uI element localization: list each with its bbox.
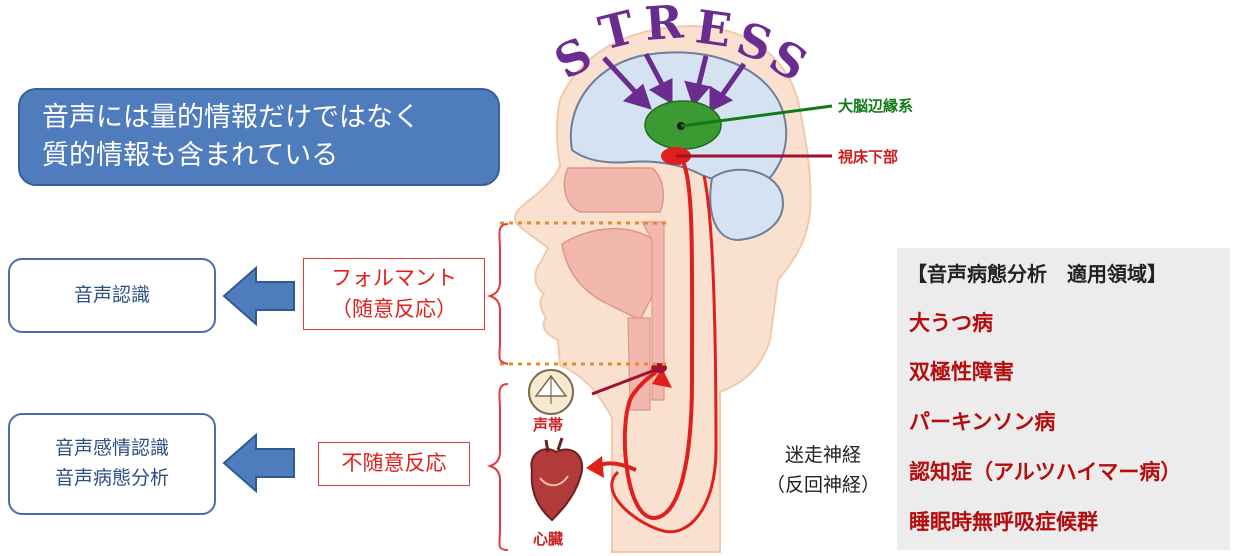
emotion-line-2: 音声病態分析 bbox=[54, 467, 169, 489]
vagus-line-1: 迷走神経 bbox=[784, 444, 861, 466]
stress-arrow bbox=[602, 56, 642, 99]
vocal-cord-pointer bbox=[591, 368, 656, 396]
vagus-line-2: （反回神経） bbox=[765, 474, 880, 496]
disease-item: 睡眠時無呼吸症候群 bbox=[909, 510, 1098, 534]
stress-arrow bbox=[695, 55, 709, 89]
stress-letter: E bbox=[692, 0, 734, 58]
nerve-arrowhead-larynx bbox=[652, 368, 672, 388]
emotion-line-1: 音声感情認識 bbox=[54, 437, 169, 459]
voice-recognition-label: 音声認識 bbox=[73, 284, 150, 306]
limbic-pointer bbox=[680, 104, 833, 128]
heart-label: 心臓 bbox=[533, 530, 564, 548]
pharynx bbox=[640, 221, 665, 401]
arrow-left-recognition-icon bbox=[222, 265, 295, 327]
stress-arrowhead bbox=[622, 83, 652, 110]
formant-line-1: フォルマント bbox=[331, 266, 457, 290]
vocal-cords-icon bbox=[528, 369, 574, 415]
arrow-left-emotion-icon bbox=[222, 432, 295, 494]
vagus-nerve-label: 迷走神経 （反回神経） bbox=[760, 440, 886, 500]
banner-line-1: 音声には量的情報だけではなく bbox=[42, 102, 420, 133]
heart-icon bbox=[530, 437, 583, 522]
disease-item: パーキンソン病 bbox=[909, 410, 1056, 434]
recurrent-nerve bbox=[610, 175, 718, 534]
disease-item: 双極性障害 bbox=[909, 360, 1014, 384]
stress-arrowhead bbox=[684, 80, 711, 107]
vocal-cords-label: 声帯 bbox=[533, 416, 564, 434]
stress-arrowhead bbox=[709, 85, 734, 113]
info-banner: 音声には量的情報だけではなく 質的情報も含まれている bbox=[18, 88, 500, 186]
vagus-nerve bbox=[622, 158, 695, 521]
formant-box: フォルマント （随意反応） bbox=[303, 258, 485, 330]
nasal-cavity bbox=[563, 167, 665, 213]
involuntary-label: 不随意反応 bbox=[341, 451, 447, 475]
emotion-analysis-box: 音声感情認識 音声病態分析 bbox=[8, 413, 216, 515]
banner-line-2: 質的情報も含まれている bbox=[42, 140, 339, 171]
stress-arrow bbox=[717, 62, 747, 100]
cerebellum bbox=[709, 168, 784, 242]
stress-arrow bbox=[643, 52, 667, 90]
nerve-arrowhead-heart bbox=[586, 456, 604, 478]
application-panel bbox=[897, 248, 1230, 550]
disease-item: 大うつ病 bbox=[909, 311, 993, 335]
panel-title: 【音声病態分析 適用領域】 bbox=[907, 262, 1167, 286]
voice-recognition-box: 音声認識 bbox=[8, 258, 216, 333]
involuntary-box: 不随意反応 bbox=[318, 442, 470, 486]
formant-line-2: （随意反応） bbox=[331, 297, 457, 321]
limbic-label: 大脳辺縁系 bbox=[838, 97, 914, 115]
disease-item: 認知症（アルツハイマー病） bbox=[909, 460, 1182, 484]
brace-involuntary bbox=[486, 383, 509, 551]
stress-letter: R bbox=[643, 0, 686, 51]
brace-formant bbox=[486, 223, 509, 365]
hypothalamus-label: 視床下部 bbox=[838, 148, 899, 166]
stress-arrowhead bbox=[648, 77, 673, 105]
